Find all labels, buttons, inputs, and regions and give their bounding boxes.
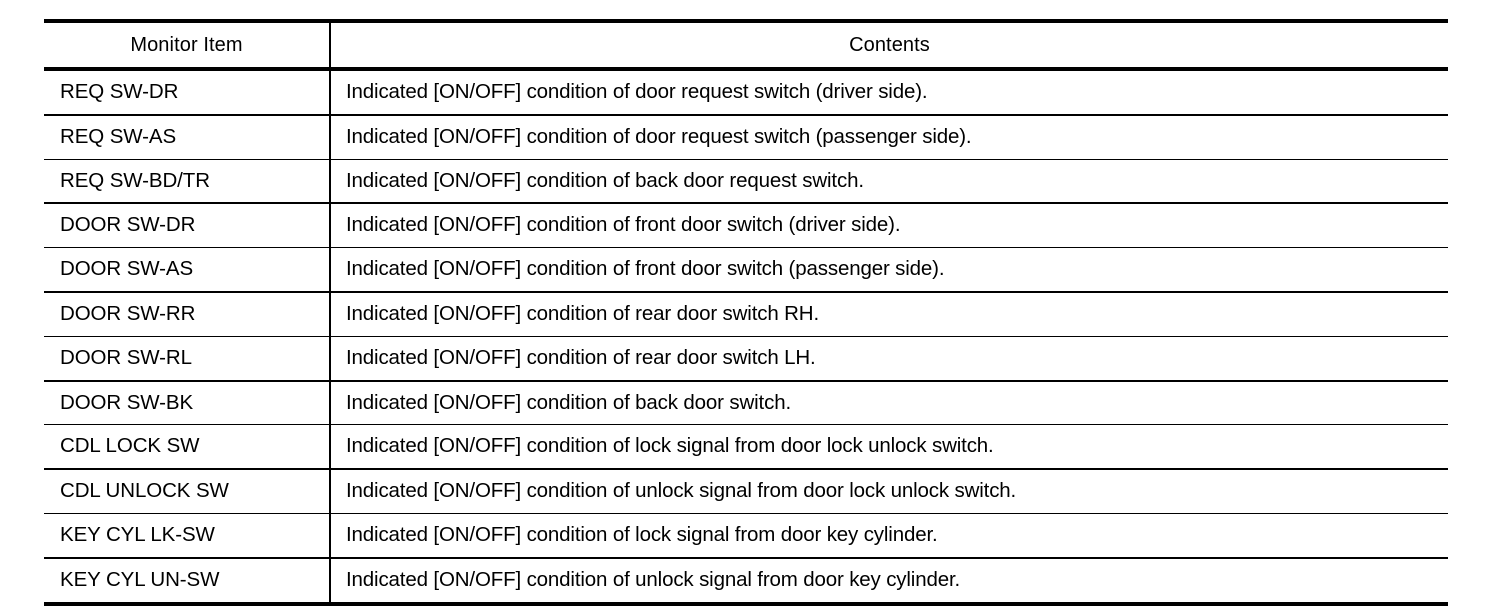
page-root: Monitor Item Contents REQ SW-DR Indicated… (44, 19, 1448, 606)
table-header-row: Monitor Item Contents (44, 21, 1448, 69)
table-row: CDL UNLOCK SW Indicated [ON/OFF] conditio… (44, 469, 1448, 514)
table-row: KEY CYL UN-SW Indicated [ON/OFF] conditio… (44, 557, 1448, 604)
cell-contents: Indicated [ON/OFF] condition of door req… (346, 124, 972, 148)
cell-monitor-item: DOOR SW-RL (44, 336, 331, 381)
column-header-monitor-item: Monitor Item (44, 21, 331, 69)
table-body: REQ SW-DR Indicated [ON/OFF] condition of… (44, 69, 1448, 604)
cell-monitor-item: KEY CYL UN-SW (44, 557, 331, 604)
column-header-contents: Contents (849, 34, 930, 56)
cell-contents: Indicated [ON/OFF] condition of back doo… (346, 390, 791, 414)
cell-monitor-item: CDL UNLOCK SW (44, 469, 331, 514)
cell-contents: Indicated [ON/OFF] condition of front do… (346, 257, 945, 281)
table-row: DOOR SW-DR Indicated [ON/OFF] condition o… (44, 203, 1448, 248)
table-row: DOOR SW-RL Indicated [ON/OFF] condition o… (44, 336, 1448, 381)
cell-contents: Indicated [ON/OFF] condition of unlock s… (346, 479, 1017, 503)
cell-contents: Indicated [ON/OFF] condition of rear doo… (346, 301, 819, 325)
cell-monitor-item: DOOR SW-AS (44, 247, 331, 292)
cell-monitor-item: DOOR SW-RR (44, 291, 331, 337)
cell-monitor-item: CDL LOCK SW (44, 424, 331, 470)
cell-contents: Indicated [ON/OFF] condition of unlock s… (346, 567, 961, 591)
monitor-item-table: Monitor Item Contents REQ SW-DR Indicated… (44, 19, 1448, 606)
table-row: REQ SW-BD/TR Indicated [ON/OFF] condition… (44, 159, 1448, 204)
cell-monitor-item: KEY CYL LK-SW (44, 513, 331, 558)
cell-monitor-item: DOOR SW-DR (44, 203, 331, 248)
cell-monitor-item: REQ SW-BD/TR (44, 159, 331, 204)
table-row: DOOR SW-AS Indicated [ON/OFF] condition o… (44, 247, 1448, 292)
cell-monitor-item: REQ SW-DR (44, 69, 331, 115)
cell-contents: Indicated [ON/OFF] condition of door req… (346, 80, 928, 103)
table-row: REQ SW-DR Indicated [ON/OFF] condition of… (44, 69, 1448, 115)
monitor-item-table-container: Monitor Item Contents REQ SW-DR Indicated… (44, 19, 1448, 606)
cell-monitor-item: REQ SW-AS (44, 114, 331, 160)
table-row: DOOR SW-BK Indicated [ON/OFF] condition o… (44, 380, 1448, 425)
cell-contents: Indicated [ON/OFF] condition of rear doo… (346, 345, 816, 369)
table-row: DOOR SW-RR Indicated [ON/OFF] condition o… (44, 291, 1448, 337)
table-header: Monitor Item Contents (44, 21, 1448, 69)
cell-contents: Indicated [ON/OFF] condition of lock sig… (346, 522, 938, 546)
cell-contents: Indicated [ON/OFF] condition of front do… (346, 213, 901, 237)
cell-contents: Indicated [ON/OFF] condition of back doo… (346, 168, 864, 192)
table-row: CDL LOCK SW Indicated [ON/OFF] condition … (44, 424, 1448, 470)
cell-contents: Indicated [ON/OFF] condition of lock sig… (346, 434, 994, 458)
cell-monitor-item: DOOR SW-BK (44, 380, 331, 425)
table-row: KEY CYL LK-SW Indicated [ON/OFF] conditio… (44, 513, 1448, 558)
table-row: REQ SW-AS Indicated [ON/OFF] condition of… (44, 114, 1448, 160)
